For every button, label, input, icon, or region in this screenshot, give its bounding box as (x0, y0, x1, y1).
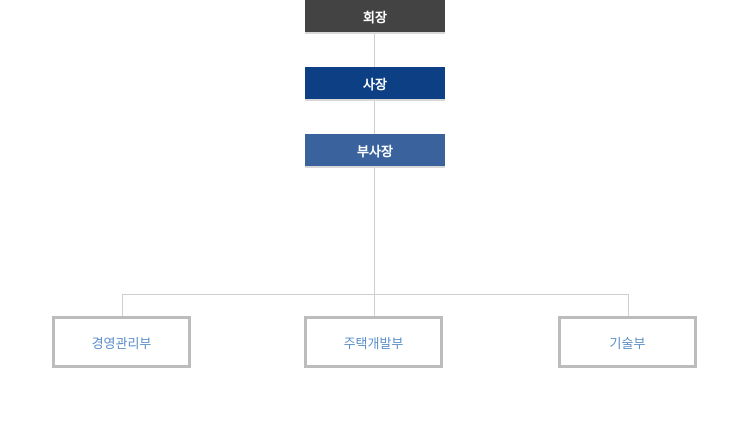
connector-drop-left (122, 294, 123, 316)
node-chairman-label: 회장 (363, 10, 387, 26)
department-management-label: 경영관리부 (91, 336, 152, 352)
node-vice-president: 부사장 (305, 134, 445, 166)
department-housing-label: 주택개발부 (343, 336, 404, 352)
connector-drop-center (374, 294, 375, 316)
connector-drop-right (628, 294, 629, 316)
node-president-label: 사장 (363, 77, 387, 93)
node-president: 사장 (305, 67, 445, 99)
department-technology-label: 기술부 (609, 336, 646, 352)
node-department-management: 경영관리부 (52, 316, 191, 368)
node-chairman: 회장 (305, 0, 445, 32)
node-department-technology: 기술부 (558, 316, 697, 368)
node-department-housing: 주택개발부 (304, 316, 443, 368)
connector-horizontal (122, 294, 629, 295)
node-vice-president-label: 부사장 (357, 144, 393, 160)
